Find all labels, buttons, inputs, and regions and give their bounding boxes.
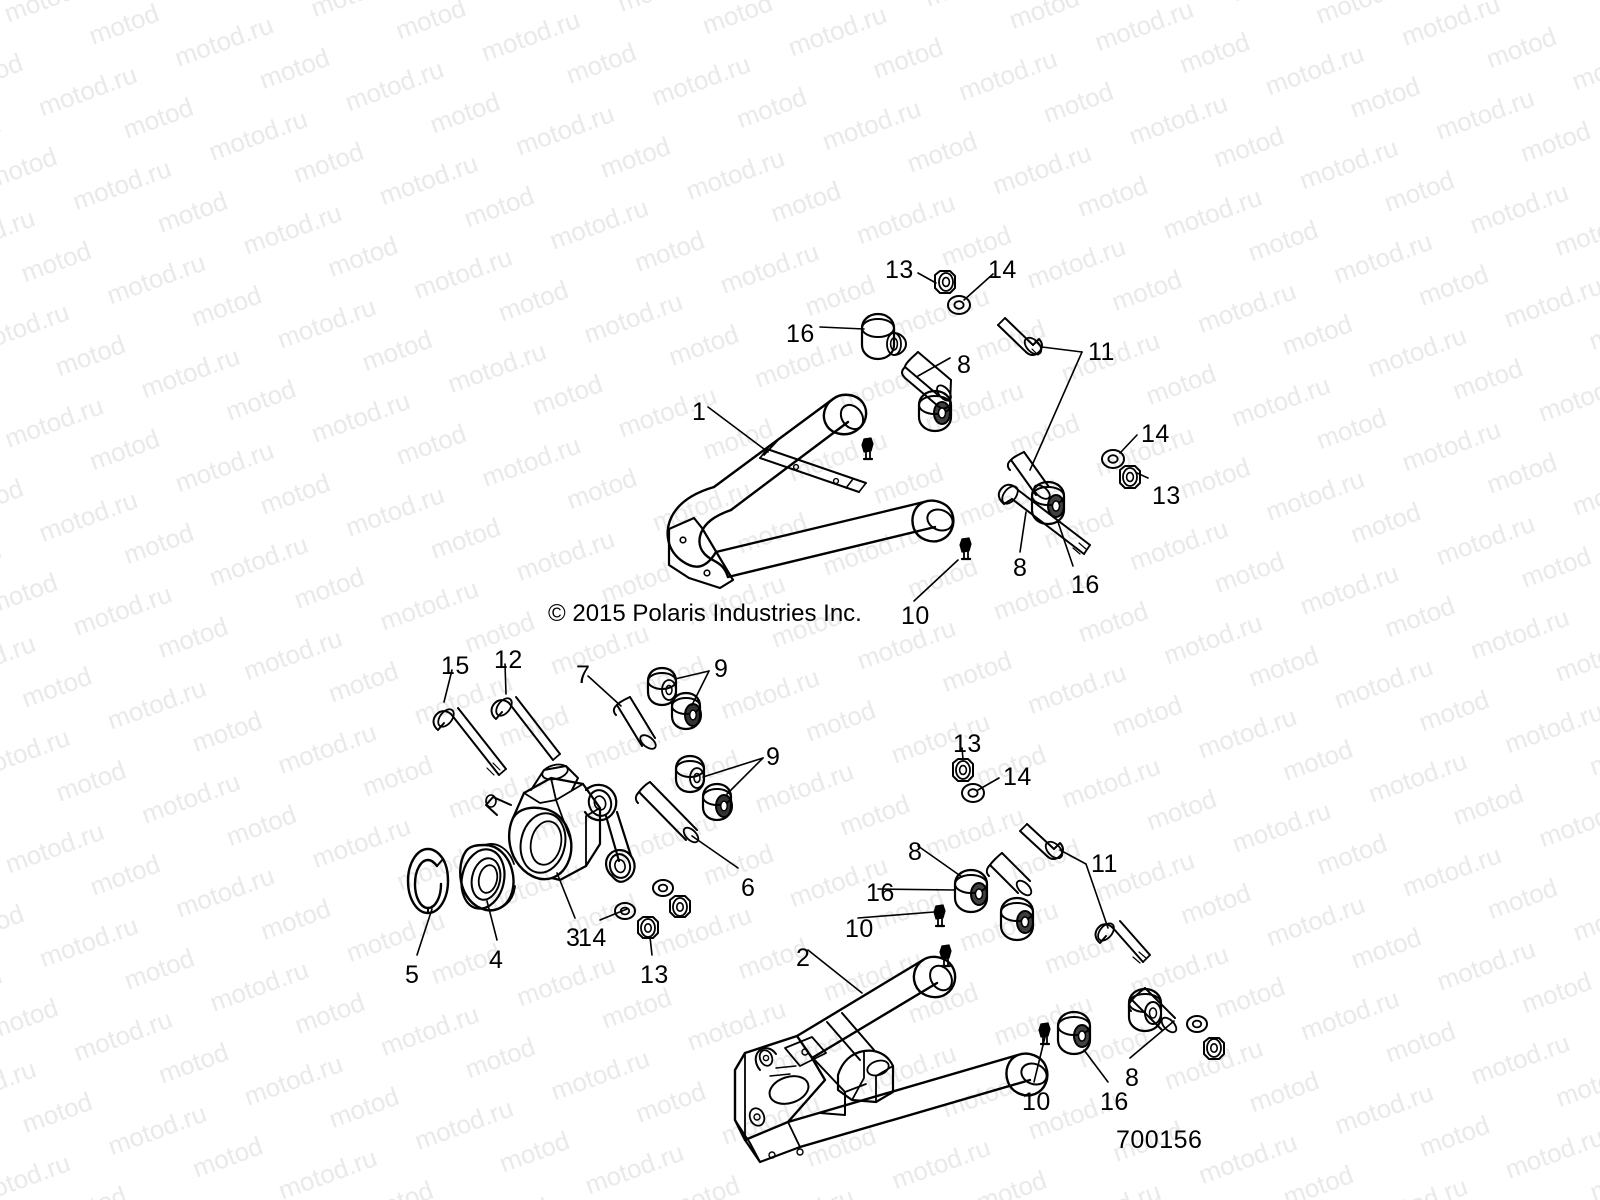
callout-4: 4 xyxy=(489,946,504,974)
callout-8c: 8 xyxy=(908,838,923,866)
callout-5: 5 xyxy=(405,961,420,989)
callout-9b: 9 xyxy=(766,743,781,771)
copyright-notice: © 2015 Polaris Industries Inc. xyxy=(548,600,862,627)
callout-1: 1 xyxy=(692,398,707,426)
callout-15: 15 xyxy=(441,652,470,680)
callout-13c: 13 xyxy=(953,730,982,758)
callout-13d: 13 xyxy=(640,961,669,989)
callout-14a: 14 xyxy=(988,256,1017,284)
callout-14b: 14 xyxy=(1141,420,1170,448)
callout-6: 6 xyxy=(741,874,756,902)
callout-10b: 10 xyxy=(845,915,874,943)
callout-11b: 11 xyxy=(1091,850,1118,878)
callout-11a: 11 xyxy=(1088,338,1115,366)
callout-16d: 16 xyxy=(1100,1088,1129,1116)
callout-9a: 9 xyxy=(714,655,729,683)
callout-8b: 8 xyxy=(1013,554,1028,582)
callout-16a: 16 xyxy=(786,320,815,348)
callout-12: 12 xyxy=(494,646,523,674)
callout-2: 2 xyxy=(796,944,811,972)
callout-16b: 16 xyxy=(1071,571,1100,599)
callout-7: 7 xyxy=(576,661,591,689)
document-number: 700156 xyxy=(1116,1126,1203,1154)
callout-13a: 13 xyxy=(885,256,914,284)
callout-14c: 14 xyxy=(1003,763,1032,791)
callout-10a: 10 xyxy=(901,602,930,630)
callout-13b: 13 xyxy=(1152,482,1181,510)
callout-16c: 16 xyxy=(866,879,895,907)
callout-14d: 14 xyxy=(578,924,607,952)
callout-10c: 10 xyxy=(1022,1088,1051,1116)
callout-8a: 8 xyxy=(957,351,972,379)
